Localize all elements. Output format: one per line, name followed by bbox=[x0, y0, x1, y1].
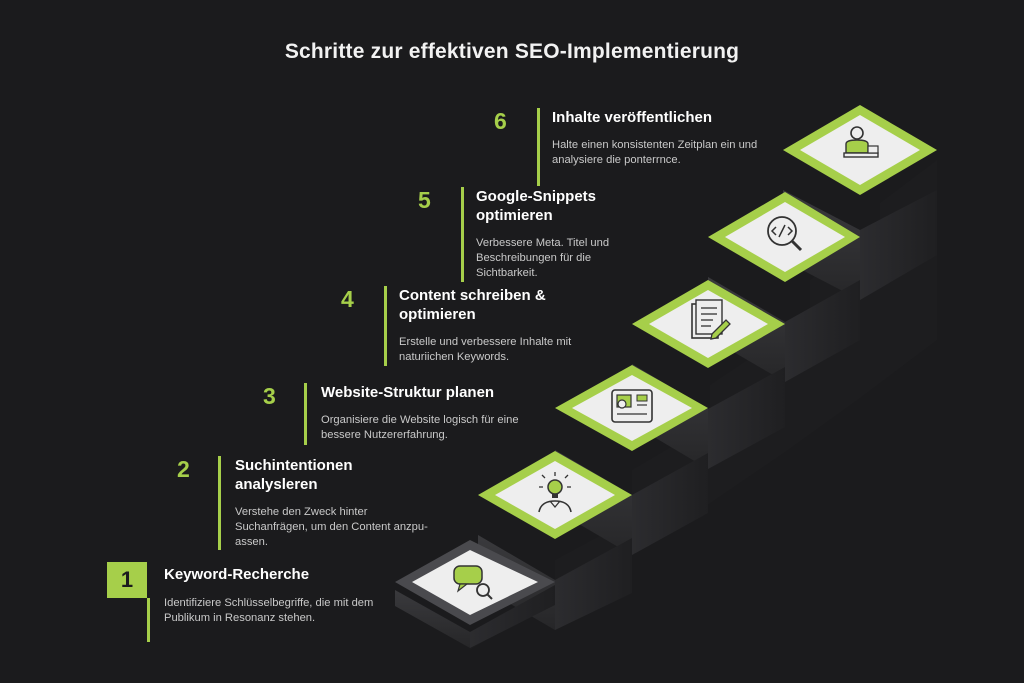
step-description: Erstelle und verbessere Inhalte mit natu… bbox=[399, 336, 572, 363]
step-divider bbox=[461, 187, 464, 282]
step-description: Identifiziere Schlüsselbegriffe, die mit… bbox=[164, 597, 374, 624]
step-number: 5 bbox=[418, 187, 431, 213]
lightbulb-person-icon bbox=[538, 472, 572, 513]
code-search-icon bbox=[767, 216, 803, 252]
step-number: 2 bbox=[177, 456, 190, 482]
person-desk-icon bbox=[843, 126, 879, 158]
step-description: Organisiere die Website logisch für eine… bbox=[321, 414, 519, 441]
step-number: 1 bbox=[107, 562, 147, 598]
step-number: 3 bbox=[263, 383, 276, 409]
step-divider bbox=[304, 383, 307, 445]
step-heading: Suchintentionen analysleren bbox=[235, 457, 353, 493]
website-layout-icon bbox=[611, 389, 653, 423]
page-title: Schritte zur effektiven SEO-Implementier… bbox=[284, 40, 740, 63]
document-pen-icon bbox=[691, 299, 731, 340]
step-heading: Keyword-Recherche bbox=[164, 566, 310, 583]
step-heading: Inhalte veröffentlichen bbox=[552, 109, 713, 126]
step-description: Verbessere Meta. Titel und Beschreibunge… bbox=[476, 237, 610, 279]
step-divider bbox=[147, 598, 150, 642]
step-number: 6 bbox=[494, 108, 507, 134]
step-description: Halte einen konsistenten Zeitplan ein un… bbox=[552, 139, 758, 166]
step-divider bbox=[218, 456, 221, 550]
step-description: Verstehe den Zweck hinter Suchanfrägen, … bbox=[235, 506, 428, 548]
step-heading: Google-Snippets optimieren bbox=[476, 188, 596, 224]
step-divider bbox=[537, 108, 540, 186]
step-number: 4 bbox=[341, 286, 354, 312]
step-heading: Website-Struktur planen bbox=[321, 384, 495, 401]
chat-search-icon bbox=[453, 565, 493, 600]
step-heading: Content schreiben & optimieren bbox=[399, 287, 546, 323]
stair-step-1 bbox=[395, 540, 555, 648]
step-divider bbox=[384, 286, 387, 366]
